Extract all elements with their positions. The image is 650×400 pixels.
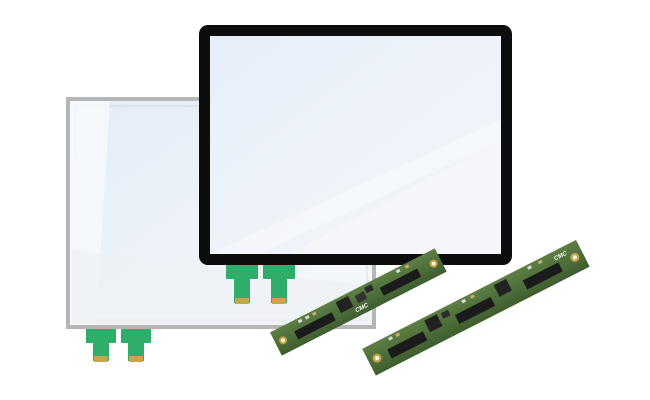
back-panel-flex-cable-left: [86, 329, 116, 362]
front-panel-flex-cable-left: [226, 265, 258, 304]
front-panel-flex-cable-right: [263, 265, 295, 304]
board-large-connector-3: [522, 262, 563, 290]
controller-board-small: CMC: [270, 248, 447, 356]
controller-board-large: CMC: [362, 239, 590, 376]
board-small-connector-2: [379, 268, 422, 296]
board-large-connector-1: [387, 331, 428, 359]
front-touch-panel: [199, 25, 512, 304]
board-small-connector-1: [294, 312, 336, 340]
board-large-connector-2: [454, 296, 496, 324]
board-large-logo: CMC: [553, 251, 568, 263]
back-panel-flex-cable-right: [121, 329, 151, 362]
board-small-logo: CMC: [355, 302, 370, 314]
front-panel-reflection: [290, 140, 501, 254]
